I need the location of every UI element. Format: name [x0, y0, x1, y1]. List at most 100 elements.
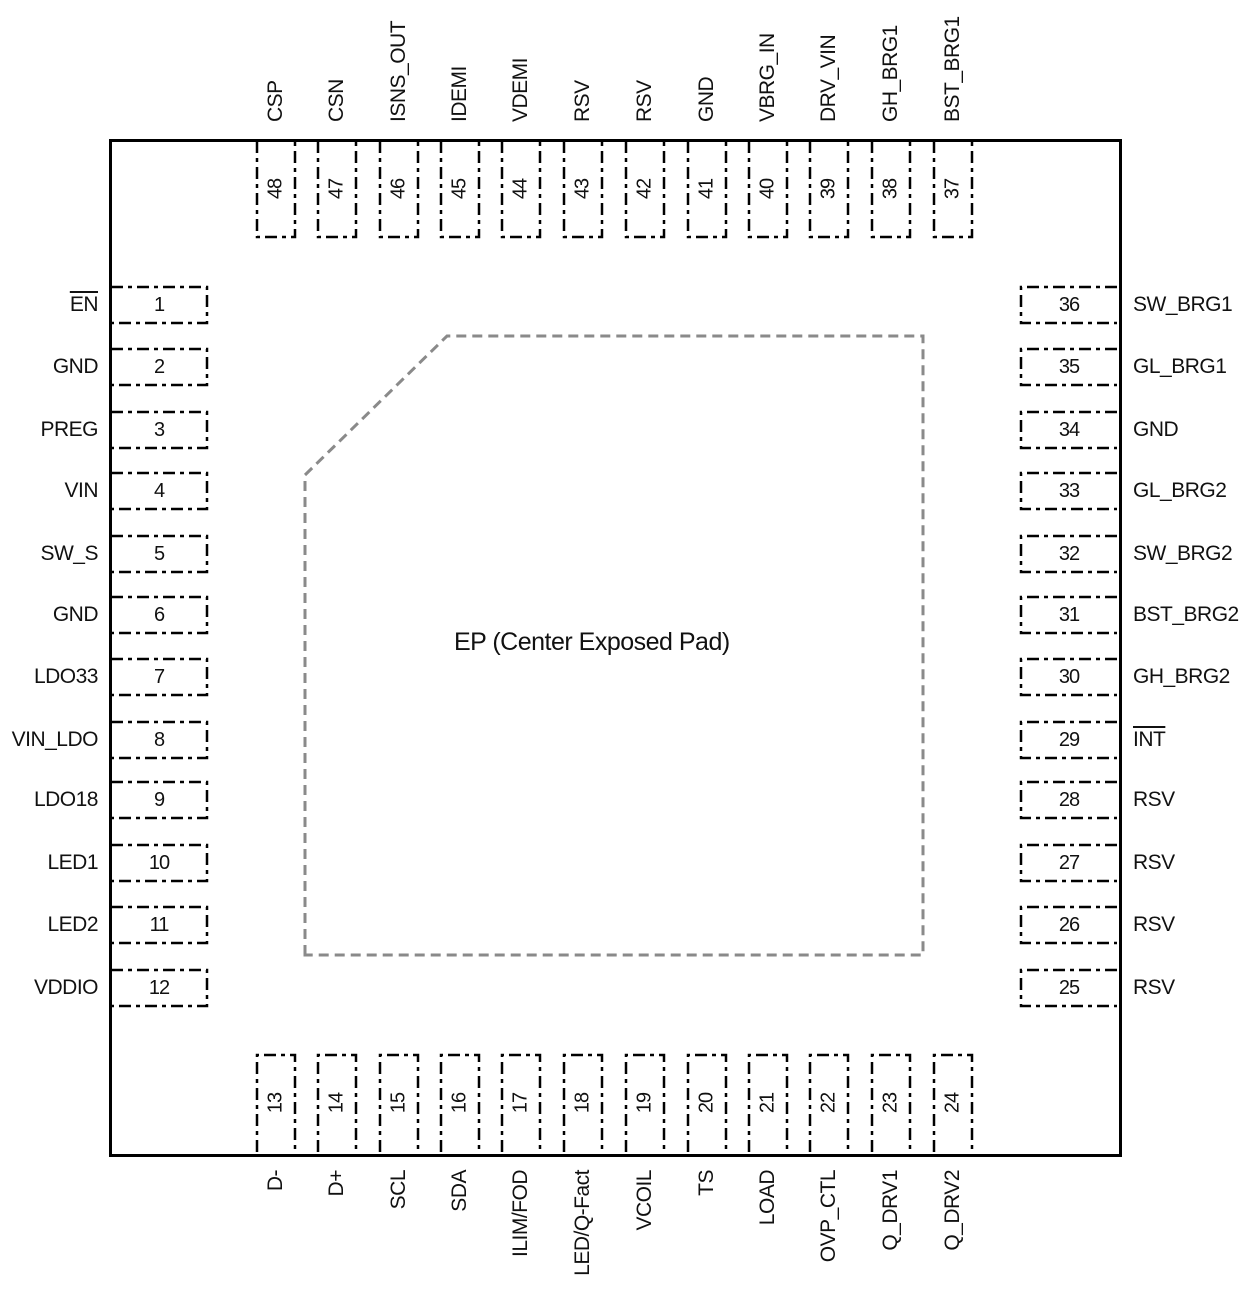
pin-label: BST_BRG2: [1133, 603, 1239, 626]
pin-label: RSV: [1133, 913, 1175, 936]
pin-number: 42: [633, 178, 656, 200]
pin-number: 13: [264, 1092, 287, 1114]
pin-pad: 3: [111, 412, 207, 449]
pin-pad: 20: [688, 1055, 726, 1151]
pin-label: ILIM/FOD: [509, 1170, 532, 1258]
pin-number: 33: [1058, 480, 1080, 502]
pin-pad: 12: [111, 970, 207, 1007]
pin-label: LDO33: [33, 665, 99, 688]
pin-label: VBRG_IN: [756, 33, 779, 122]
pin-label: VDEMI: [509, 57, 532, 122]
pin-number: 35: [1058, 356, 1080, 378]
pin-pad: 21: [749, 1055, 787, 1151]
pin-pad: 27: [1021, 845, 1117, 882]
pin-number: 4: [153, 480, 165, 502]
pin-pad: 29: [1021, 722, 1117, 759]
pin-label: GND: [52, 603, 99, 626]
pin-pad: 32: [1021, 536, 1117, 573]
pin-number: 31: [1058, 604, 1080, 626]
pin-pad: 33: [1021, 473, 1117, 510]
pin-pad: 8: [111, 722, 207, 759]
pin-label: RSV: [1133, 788, 1175, 811]
pin-pad: 4: [111, 473, 207, 510]
pin-label: SW_BRG2: [1133, 542, 1233, 565]
pin-label: D+: [325, 1170, 348, 1197]
pin-pad: 46: [380, 141, 418, 237]
pin-label: SW_S: [40, 542, 98, 565]
pin-number: 7: [153, 666, 165, 688]
pin-label: ISNS_OUT: [387, 20, 410, 122]
pin-pad: 25: [1021, 970, 1117, 1007]
pin-number: 41: [695, 178, 718, 200]
pin-pad: 16: [441, 1055, 479, 1151]
pin-pad: 38: [872, 141, 910, 237]
pin-pad: 22: [810, 1055, 848, 1151]
pin-label: Q_DRV2: [941, 1170, 964, 1251]
pin-number: 15: [387, 1092, 410, 1114]
pin-pad: 41: [688, 141, 726, 237]
pin-number: 11: [149, 914, 170, 936]
pin-pad: 10: [111, 845, 207, 882]
pin-number: 25: [1058, 977, 1080, 999]
pin-number: 46: [387, 178, 410, 200]
pin-number: 37: [941, 178, 964, 200]
pin-label: TS: [695, 1170, 718, 1196]
pin-label: RSV: [1133, 976, 1175, 999]
pin-pad: 2: [111, 349, 207, 386]
pin-label: RSV: [633, 80, 656, 122]
pin-label: IDEMI: [448, 66, 471, 122]
pin-number: 20: [695, 1092, 718, 1114]
pin-number: 26: [1058, 914, 1080, 936]
pin-number: 8: [153, 729, 165, 751]
pin-number: 18: [571, 1092, 594, 1114]
pin-label: RSV: [571, 80, 594, 122]
pin-pad: 23: [872, 1055, 910, 1151]
exposed-pad-label: EP (Center Exposed Pad): [454, 628, 730, 656]
pin-pad: 44: [502, 141, 540, 237]
pin-number: 2: [153, 356, 165, 378]
pin-number: 12: [148, 977, 170, 999]
pin-label: GND: [695, 76, 718, 122]
pin-label: LED1: [47, 851, 98, 874]
pin-pad: 1: [111, 287, 207, 324]
pin-label: LDO18: [33, 788, 99, 811]
pin-label: GL_BRG1: [1133, 355, 1227, 378]
pin-number: 45: [448, 178, 471, 200]
pin-number: 30: [1058, 666, 1080, 688]
pin-label: LED/Q-Fact: [571, 1170, 594, 1276]
pin-number: 34: [1058, 419, 1080, 441]
pin-number: 43: [571, 178, 594, 200]
pin-label: SCL: [387, 1170, 410, 1210]
pin-number: 36: [1058, 294, 1080, 316]
pin-pad: 40: [749, 141, 787, 237]
pin-pad: 14: [318, 1055, 356, 1151]
pin-number: 27: [1058, 852, 1080, 874]
pin-label: RSV: [1133, 851, 1175, 874]
pin-number: 10: [148, 852, 170, 874]
pin-label: GND: [1133, 418, 1179, 441]
pin-label: VIN_LDO: [11, 728, 99, 751]
pin-pad: 9: [111, 782, 207, 819]
pin-pad: 18: [564, 1055, 602, 1151]
pin-label: VDDIO: [33, 976, 99, 999]
pin-pad: 19: [626, 1055, 664, 1151]
pin-label: VIN: [64, 479, 98, 502]
pin-pad: 5: [111, 536, 207, 573]
pin-pad: 39: [810, 141, 848, 237]
pin-pad: 6: [111, 597, 207, 634]
pin-number: 1: [153, 294, 165, 316]
pin-pad: 13: [257, 1055, 295, 1151]
pin-number: 47: [325, 178, 348, 200]
pin-pad: 30: [1021, 659, 1117, 696]
pin-number: 23: [879, 1092, 902, 1114]
pin-pad: 26: [1021, 907, 1117, 944]
pin-number: 17: [509, 1092, 532, 1114]
package-outline: [109, 139, 1122, 1157]
pin-label: CSN: [325, 79, 348, 122]
pin-pad: 42: [626, 141, 664, 237]
pin-label: EN: [69, 293, 99, 316]
pin-number: 29: [1058, 729, 1080, 751]
pin-number: 32: [1058, 543, 1080, 565]
